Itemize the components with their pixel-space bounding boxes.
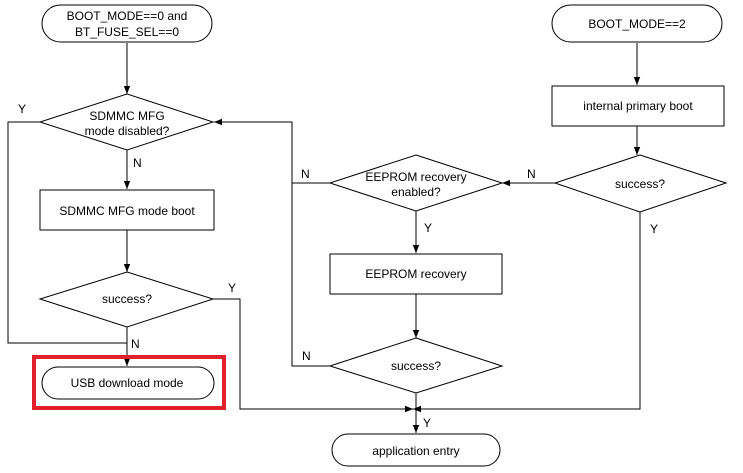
node-label-line: USB download mode: [71, 376, 184, 390]
edge-label-primary-success-no: N: [527, 167, 536, 181]
edge-label-eeprom-enabled-yes: Y: [424, 221, 432, 235]
edge-label-sdmmc-success-yes: Y: [228, 281, 236, 295]
process-internal-primary-boot: internal primary boot: [551, 85, 725, 127]
node-label-line: success?: [615, 177, 665, 191]
terminator-usb-download-mode: USB download mode: [41, 366, 215, 400]
node-label-line: EEPROM recovery: [365, 170, 466, 184]
node-label-line: SDMMC MFG mode boot: [59, 204, 195, 218]
edge-label-eeprom-success-yes: Y: [423, 416, 431, 430]
decision-sdmmc-mfg-disabled: SDMMC MFG mode disabled?: [38, 93, 215, 151]
node-label-line: success?: [391, 359, 441, 373]
highlight-box: [32, 355, 226, 410]
edges: [7, 43, 641, 433]
process-sdmmc-mfg-boot: SDMMC MFG mode boot: [39, 189, 215, 231]
edge-labels: Y N Y N N Y N Y N Y: [18, 102, 658, 430]
edge-sdmmc-disabled-yes: [7, 121, 127, 344]
node-label-line: BOOT_MODE==2: [588, 17, 686, 31]
edge-label-eeprom-enabled-no: N: [301, 167, 310, 181]
node-label-line: success?: [102, 292, 152, 306]
decision-eeprom-recovery-enabled: EEPROM recovery enabled?: [328, 154, 504, 212]
node-label-line: BOOT_MODE==0 and: [67, 9, 188, 23]
edge-label-eeprom-success-no: N: [302, 349, 311, 363]
decision-eeprom-success: success?: [328, 337, 504, 394]
edge-eeprom-enabled-no: [214, 118, 330, 184]
node-label-line: application entry: [372, 444, 459, 458]
process-eeprom-recovery: EEPROM recovery: [329, 253, 503, 295]
start-node-boot-mode-2: BOOT_MODE==2: [551, 4, 723, 43]
node-label-line: BT_FUSE_SEL==0: [75, 25, 179, 39]
start-node-boot-mode-0: BOOT_MODE==0 and BT_FUSE_SEL==0: [41, 4, 213, 43]
edge-primary-success-yes: [413, 212, 641, 413]
edge-sdmmc-success-yes: [213, 298, 413, 413]
edge-label-sdmmc-disabled-yes: Y: [18, 102, 26, 116]
decision-sdmmc-success: success?: [38, 271, 215, 328]
decision-primary-success: success?: [553, 154, 728, 213]
edge-eeprom-success-no: [291, 183, 330, 367]
node-label-line: SDMMC MFG: [89, 109, 164, 123]
edge-label-sdmmc-success-no: N: [131, 337, 140, 351]
nodes: BOOT_MODE==0 and BT_FUSE_SEL==0 BOOT_MOD…: [38, 4, 728, 467]
terminator-application-entry: application entry: [331, 433, 501, 467]
edge-label-sdmmc-disabled-no: N: [133, 156, 142, 170]
edge-label-primary-success-yes: Y: [650, 222, 658, 236]
node-label-line: internal primary boot: [583, 99, 693, 113]
node-label-line: enabled?: [391, 185, 441, 199]
node-label-line: EEPROM recovery: [365, 267, 466, 281]
node-label-line: mode disabled?: [85, 124, 170, 138]
